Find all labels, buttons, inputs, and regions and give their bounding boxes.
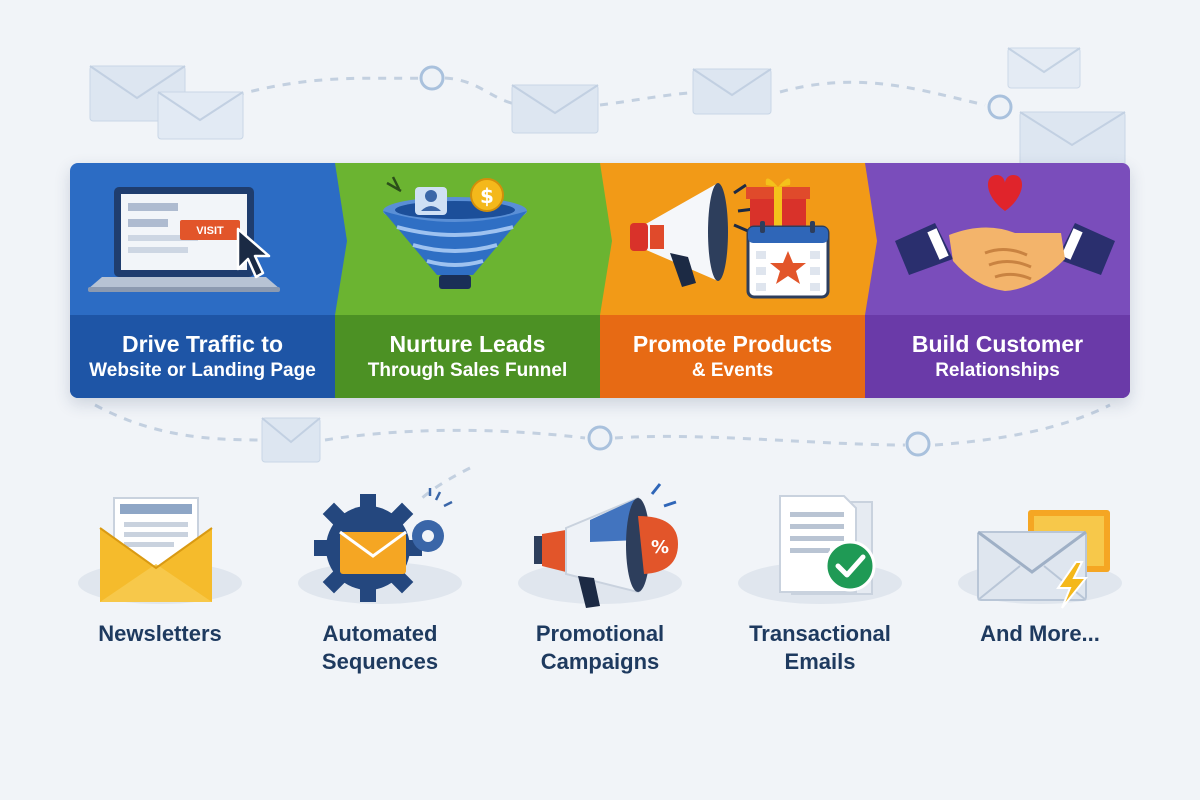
handshake-heart-icon — [895, 175, 1115, 291]
email-type-and-more: And More... — [940, 470, 1140, 690]
newsletter-envelope-icon — [99, 497, 213, 602]
panel-caption: Build Customer Relationships — [865, 315, 1130, 398]
megaphone-calendar-icon — [630, 178, 830, 299]
envelope-lightning-icon — [977, 510, 1110, 609]
laptop-visit-icon: VISIT — [88, 187, 280, 292]
email-type-newsletters: Newsletters — [60, 470, 260, 690]
label-line: Transactional — [749, 621, 891, 646]
email-type-label: Newsletters — [60, 620, 260, 648]
checkmark-icon — [824, 540, 876, 592]
lead-person-icon — [425, 190, 437, 202]
email-type-label: Promotional Campaigns — [500, 620, 700, 675]
gear-envelope-icon — [314, 488, 453, 602]
label-line: Campaigns — [540, 648, 660, 674]
dollar-symbol: $ — [480, 184, 494, 208]
label-line: Newsletters — [98, 621, 222, 646]
panel-title: Promote Products — [632, 331, 833, 358]
lightning-icon — [1056, 561, 1089, 609]
bg-envelope-2 — [157, 91, 244, 140]
heart-icon — [987, 175, 1023, 211]
megaphone-percent-icon: % — [534, 483, 678, 608]
document-checkmark-icon — [779, 495, 876, 595]
panel-customer-relationships: Build Customer Relationships — [865, 163, 1130, 398]
megaphone-icon — [644, 183, 718, 281]
benefits-banner: VISIT Drive Traffic to Website or Landin… — [70, 163, 1130, 398]
cursor-icon — [236, 227, 271, 279]
panel-title: Drive Traffic to — [121, 331, 284, 358]
bg-envelope-3 — [511, 84, 599, 134]
panel-title: Build Customer — [911, 331, 1084, 358]
panel-title: Nurture Leads — [389, 331, 546, 358]
panel-subtitle: & Events — [691, 360, 774, 381]
email-type-promotional-campaigns: % Promotional Campaigns — [500, 470, 700, 690]
visit-badge: VISIT — [196, 225, 224, 237]
panel-subtitle: Through Sales Funnel — [367, 360, 568, 381]
panel-subtitle: Relationships — [935, 360, 1060, 381]
bg-envelope-6 — [1019, 111, 1126, 168]
email-types: Newsletters Automated — [60, 470, 1140, 690]
chevron-divider — [588, 163, 612, 398]
label-line: Emails — [784, 648, 856, 674]
panel-caption: Nurture Leads Through Sales Funnel — [335, 315, 600, 398]
dollar-coin-icon — [470, 178, 504, 212]
bg-envelope-5 — [1007, 47, 1081, 89]
email-type-label: Automated Sequences — [280, 620, 480, 675]
label-line: Automated — [322, 621, 438, 646]
label-line: Sequences — [321, 648, 439, 674]
label-line: Promotional — [535, 621, 665, 646]
panel-promote-products: Promote Products & Events — [600, 163, 865, 398]
panel-subtitle: Website or Landing Page — [89, 360, 316, 381]
email-type-transactional-emails: Transactional Emails — [720, 470, 920, 690]
bg-envelope-4 — [692, 68, 772, 115]
sales-funnel-icon: $ — [383, 176, 527, 289]
chevron-divider — [323, 163, 347, 398]
chevron-divider — [853, 163, 877, 398]
panel-nurture-leads: $ Nurture Leads Through Sales Funnel — [335, 163, 600, 398]
panel-drive-traffic: VISIT Drive Traffic to Website or Landin… — [70, 163, 335, 398]
label-line: And More... — [980, 621, 1100, 646]
panel-caption: Promote Products & Events — [600, 315, 865, 398]
bg-envelope-7 — [261, 417, 321, 463]
email-type-label: Transactional Emails — [720, 620, 920, 675]
panel-caption: Drive Traffic to Website or Landing Page — [70, 315, 335, 398]
percent-badge: % — [651, 537, 669, 558]
email-type-automated-sequences: Automated Sequences — [280, 470, 480, 690]
email-type-label: And More... — [940, 620, 1140, 648]
